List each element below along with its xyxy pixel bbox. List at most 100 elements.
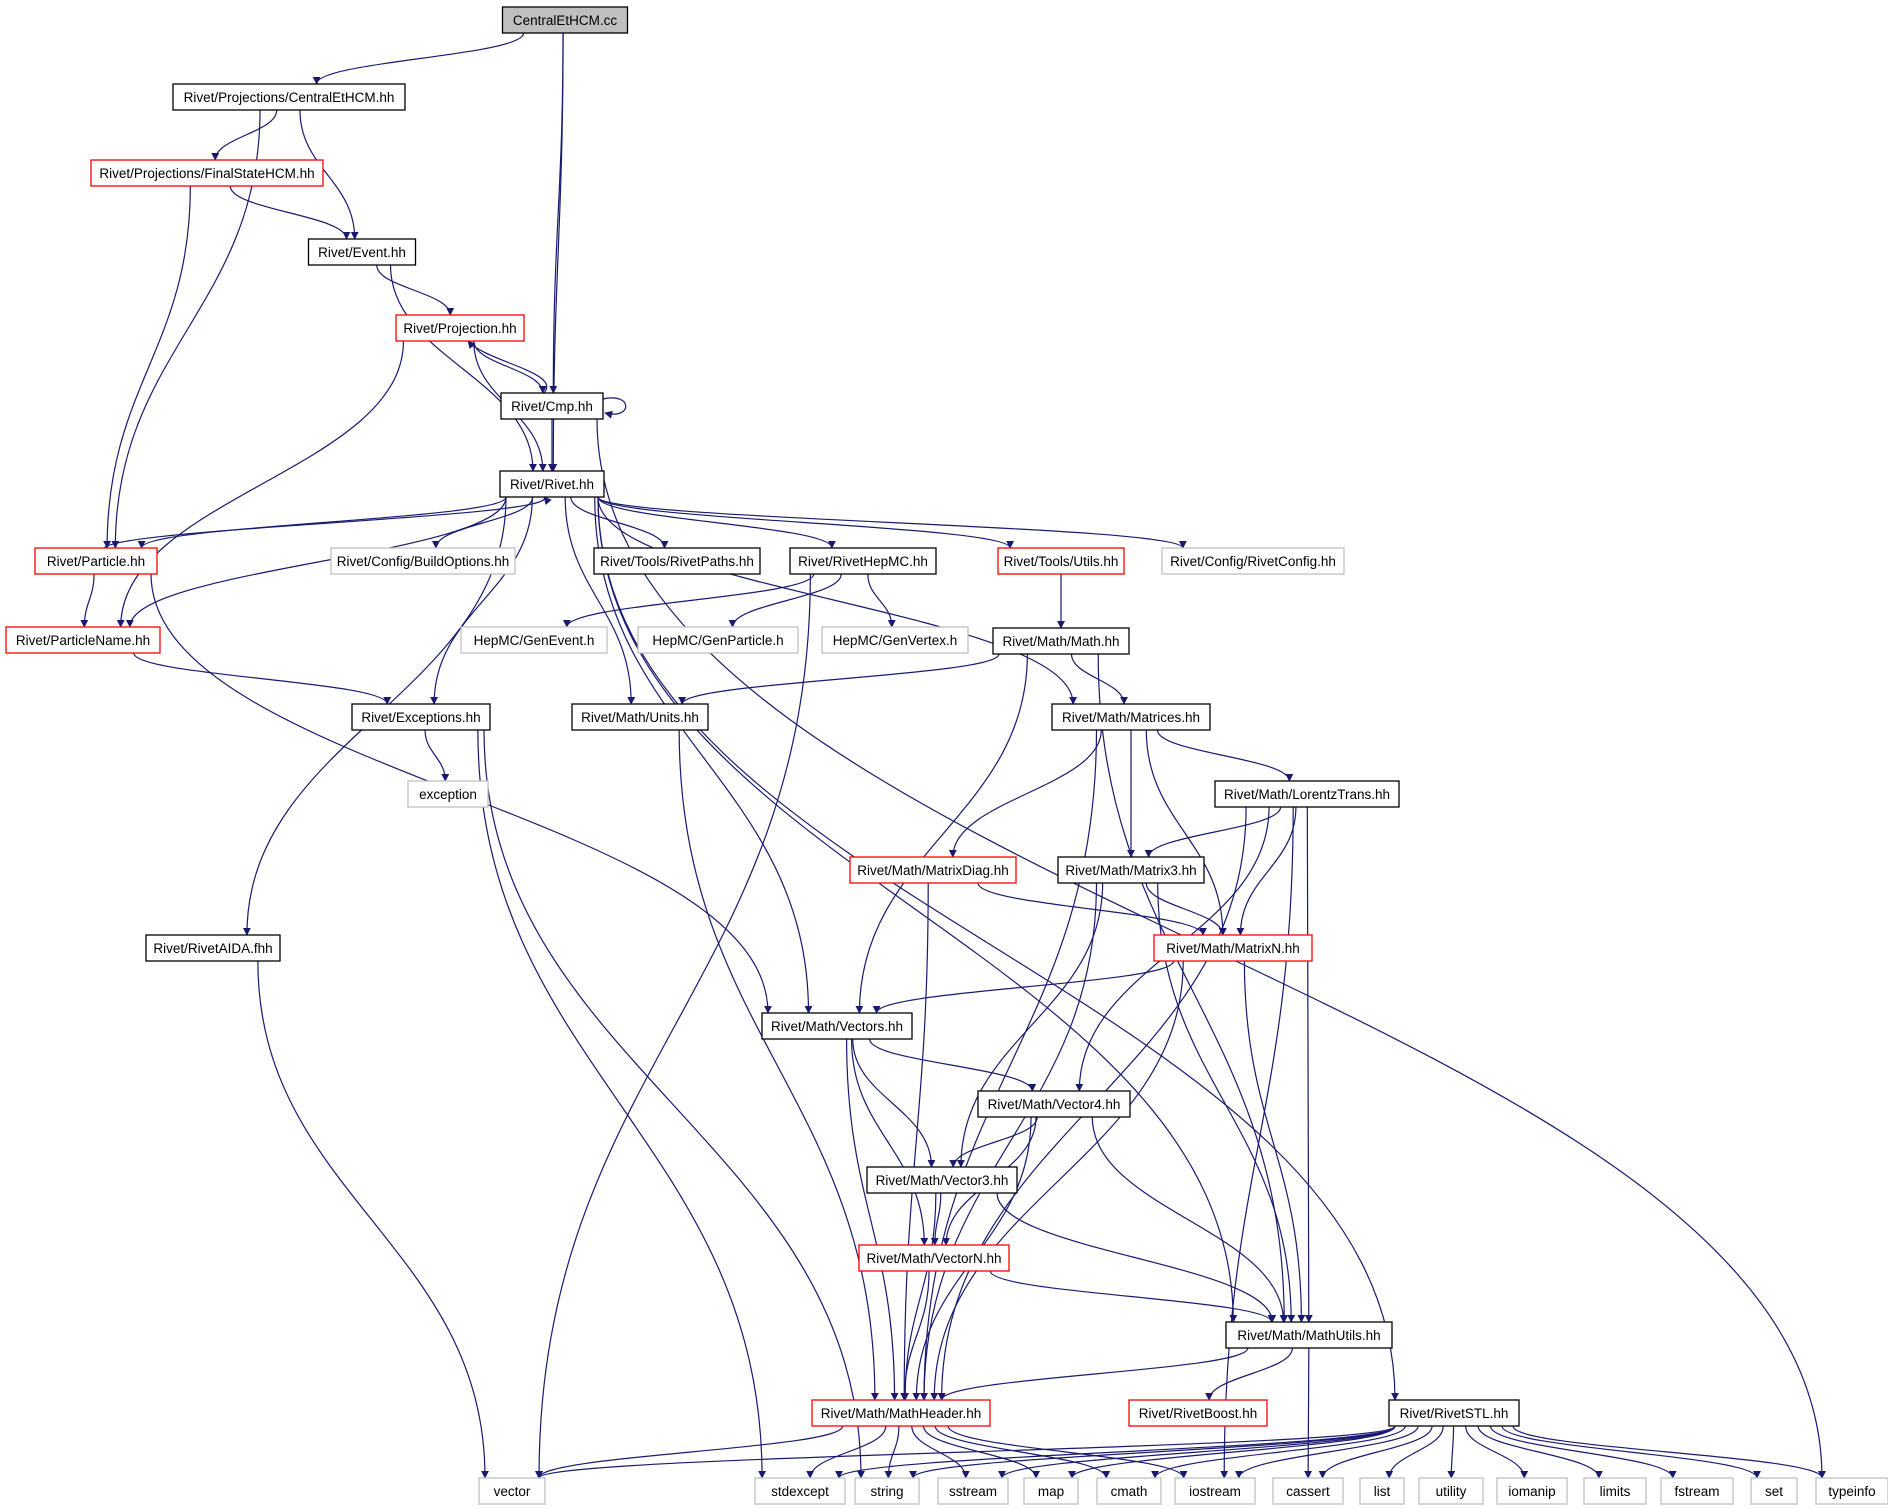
node-box-root[interactable] <box>501 6 629 34</box>
node-vector4[interactable]: Rivet/Math/Vector4.hh <box>977 1090 1131 1118</box>
node-box-genparticle[interactable] <box>637 626 799 654</box>
node-box-rivetboost[interactable] <box>1128 1399 1268 1427</box>
node-box-projection[interactable] <box>395 314 525 342</box>
node-matrixdiag[interactable]: Rivet/Math/MatrixDiag.hh <box>849 856 1017 884</box>
node-box-cethcm[interactable] <box>172 83 406 111</box>
node-mathheader[interactable]: Rivet/Math/MathHeader.hh <box>811 1399 991 1427</box>
node-box-sstream[interactable] <box>937 1477 1009 1505</box>
node-set[interactable]: set <box>1750 1477 1798 1505</box>
node-limits[interactable]: limits <box>1583 1477 1647 1505</box>
node-cmath[interactable]: cmath <box>1096 1477 1162 1505</box>
node-box-set[interactable] <box>1750 1477 1798 1505</box>
node-box-matrixn[interactable] <box>1153 934 1313 962</box>
node-units[interactable]: Rivet/Math/Units.hh <box>571 703 709 731</box>
node-box-pname[interactable] <box>5 626 161 654</box>
node-rivetpaths[interactable]: Rivet/Tools/RivetPaths.hh <box>593 547 761 575</box>
node-box-hepmc[interactable] <box>789 547 937 575</box>
node-box-rivet[interactable] <box>499 470 605 498</box>
node-genevent[interactable]: HepMC/GenEvent.h <box>460 626 608 654</box>
node-vector3[interactable]: Rivet/Math/Vector3.hh <box>866 1166 1018 1194</box>
node-box-string[interactable] <box>854 1477 920 1505</box>
node-utils[interactable]: Rivet/Tools/Utils.hh <box>997 547 1125 575</box>
node-box-vectors[interactable] <box>761 1012 913 1040</box>
node-box-buildopts[interactable] <box>330 547 516 575</box>
node-iostream[interactable]: iostream <box>1174 1477 1256 1505</box>
node-box-utility[interactable] <box>1418 1477 1484 1505</box>
node-box-genevent[interactable] <box>460 626 608 654</box>
node-string[interactable]: string <box>854 1477 920 1505</box>
node-fstream[interactable]: fstream <box>1660 1477 1734 1505</box>
node-exception[interactable]: exception <box>407 780 489 808</box>
node-matrices[interactable]: Rivet/Math/Matrices.hh <box>1051 703 1211 731</box>
node-box-exceptions[interactable] <box>351 703 491 731</box>
node-box-rivetstl[interactable] <box>1388 1399 1520 1427</box>
node-box-mathutils[interactable] <box>1225 1321 1393 1349</box>
node-box-math[interactable] <box>992 627 1130 655</box>
node-rivetstl[interactable]: Rivet/RivetSTL.hh <box>1388 1399 1520 1427</box>
node-rivetboost[interactable]: Rivet/RivetBoost.hh <box>1128 1399 1268 1427</box>
node-buildopts[interactable]: Rivet/Config/BuildOptions.hh <box>330 547 516 575</box>
node-box-event[interactable] <box>307 238 417 266</box>
node-matrix3[interactable]: Rivet/Math/Matrix3.hh <box>1057 856 1205 884</box>
node-box-rivetconfig[interactable] <box>1161 547 1345 575</box>
node-mathutils[interactable]: Rivet/Math/MathUtils.hh <box>1225 1321 1393 1349</box>
node-cassert[interactable]: cassert <box>1272 1477 1344 1505</box>
node-box-vector[interactable] <box>478 1477 546 1505</box>
node-box-cmp[interactable] <box>500 392 604 420</box>
node-box-limits[interactable] <box>1583 1477 1647 1505</box>
node-box-particle[interactable] <box>34 547 158 575</box>
node-lorentz[interactable]: Rivet/Math/LorentzTrans.hh <box>1214 780 1400 808</box>
node-iomanip[interactable]: iomanip <box>1496 1477 1568 1505</box>
node-box-vector3[interactable] <box>866 1166 1018 1194</box>
node-particle[interactable]: Rivet/Particle.hh <box>34 547 158 575</box>
node-list[interactable]: list <box>1359 1477 1405 1505</box>
node-vectorn[interactable]: Rivet/Math/VectorN.hh <box>858 1244 1010 1272</box>
node-pname[interactable]: Rivet/ParticleName.hh <box>5 626 161 654</box>
node-box-aida[interactable] <box>145 934 281 962</box>
node-aida[interactable]: Rivet/RivetAIDA.fhh <box>145 934 281 962</box>
node-box-matrix3[interactable] <box>1057 856 1205 884</box>
node-box-mathheader[interactable] <box>811 1399 991 1427</box>
node-vectors[interactable]: Rivet/Math/Vectors.hh <box>761 1012 913 1040</box>
node-projection[interactable]: Rivet/Projection.hh <box>395 314 525 342</box>
node-box-iostream[interactable] <box>1174 1477 1256 1505</box>
node-box-map[interactable] <box>1023 1477 1079 1505</box>
node-box-list[interactable] <box>1359 1477 1405 1505</box>
node-box-matrices[interactable] <box>1051 703 1211 731</box>
node-box-cmath[interactable] <box>1096 1477 1162 1505</box>
node-box-stdexcept[interactable] <box>754 1477 846 1505</box>
node-box-utils[interactable] <box>997 547 1125 575</box>
node-box-lorentz[interactable] <box>1214 780 1400 808</box>
node-map[interactable]: map <box>1023 1477 1079 1505</box>
node-genparticle[interactable]: HepMC/GenParticle.h <box>637 626 799 654</box>
node-fshcm[interactable]: Rivet/Projections/FinalStateHCM.hh <box>90 159 324 187</box>
node-root[interactable]: CentralEtHCM.cc <box>501 6 629 34</box>
node-box-exception[interactable] <box>407 780 489 808</box>
node-box-typeinfo[interactable] <box>1815 1477 1888 1505</box>
node-vector[interactable]: vector <box>478 1477 546 1505</box>
node-math[interactable]: Rivet/Math/Math.hh <box>992 627 1130 655</box>
node-box-rivetpaths[interactable] <box>593 547 761 575</box>
node-cmp[interactable]: Rivet/Cmp.hh <box>500 392 604 420</box>
node-sstream[interactable]: sstream <box>937 1477 1009 1505</box>
node-rivet[interactable]: Rivet/Rivet.hh <box>499 470 605 498</box>
node-box-genvertex[interactable] <box>821 626 969 654</box>
node-matrixn[interactable]: Rivet/Math/MatrixN.hh <box>1153 934 1313 962</box>
node-event[interactable]: Rivet/Event.hh <box>307 238 417 266</box>
node-box-iomanip[interactable] <box>1496 1477 1568 1505</box>
node-exceptions[interactable]: Rivet/Exceptions.hh <box>351 703 491 731</box>
node-box-cassert[interactable] <box>1272 1477 1344 1505</box>
node-utility[interactable]: utility <box>1418 1477 1484 1505</box>
node-hepmc[interactable]: Rivet/RivetHepMC.hh <box>789 547 937 575</box>
node-box-matrixdiag[interactable] <box>849 856 1017 884</box>
node-box-vector4[interactable] <box>977 1090 1131 1118</box>
node-box-fstream[interactable] <box>1660 1477 1734 1505</box>
node-cethcm[interactable]: Rivet/Projections/CentralEtHCM.hh <box>172 83 406 111</box>
node-box-fshcm[interactable] <box>90 159 324 187</box>
node-box-vectorn[interactable] <box>858 1244 1010 1272</box>
node-typeinfo[interactable]: typeinfo <box>1815 1477 1888 1505</box>
node-stdexcept[interactable]: stdexcept <box>754 1477 846 1505</box>
node-rivetconfig[interactable]: Rivet/Config/RivetConfig.hh <box>1161 547 1345 575</box>
node-box-units[interactable] <box>571 703 709 731</box>
node-genvertex[interactable]: HepMC/GenVertex.h <box>821 626 969 654</box>
